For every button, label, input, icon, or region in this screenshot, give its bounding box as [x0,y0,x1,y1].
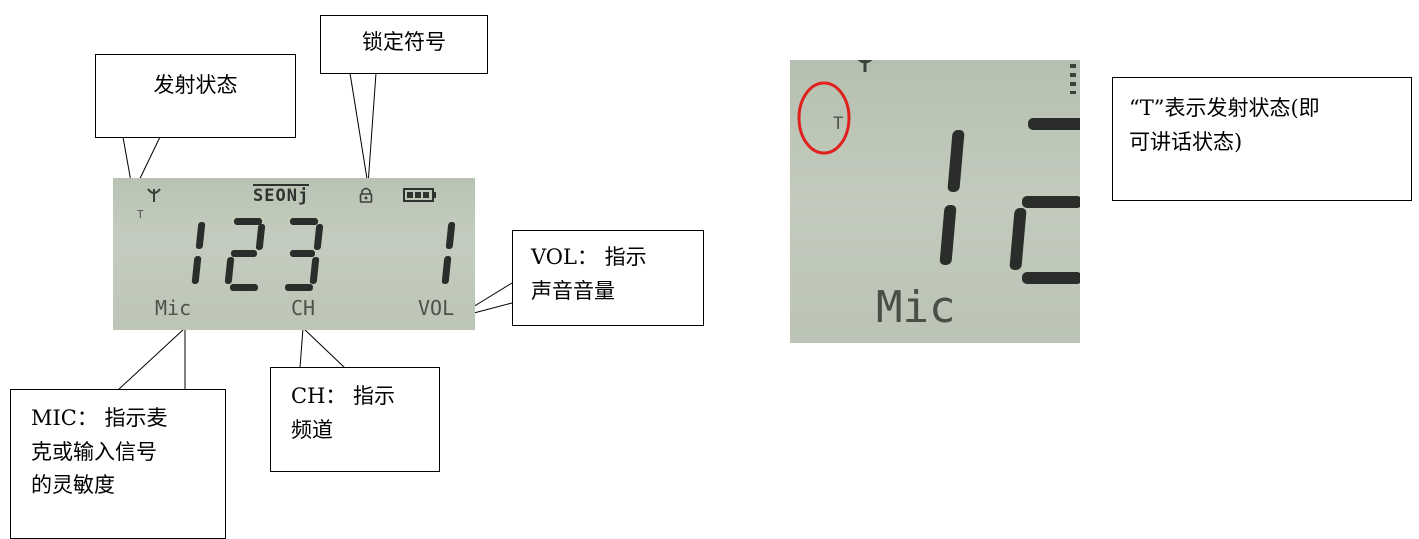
lcd-mic-label: Mic [155,296,192,320]
lock-pointer [349,72,377,186]
callout-lock-text: 锁定符号 [362,30,446,54]
lcd-panel: T SEONj Mic CH VOL [113,178,475,330]
lcd-ch-label: CH [291,296,316,320]
digit-3-seg-top [290,218,318,225]
highlight-circle-icon [797,81,851,155]
callout-t-line1: “T”表示发射状态(即 [1129,96,1320,120]
zoom-digit-1-lower [939,205,957,265]
callout-mic-line2: 克或输入信号 [31,439,157,464]
lcd-channel-digits [113,178,475,330]
digit-2-seg-top [234,218,262,225]
zoom-digit-2-top [1028,118,1080,130]
partial-indicator-marks [1070,64,1076,94]
callout-ch-line1: CH： 指示 [291,384,396,408]
digit-2-seg-mid [231,250,257,257]
zoom-digit-1-upper [947,130,965,192]
lcd-zoom-panel: T Mic [790,60,1080,343]
lcd-vol-label: VOL [418,296,455,320]
callout-mic-line1: MIC： 指示麦 [31,406,168,430]
lcd-brand-logo: SEONj [253,184,310,206]
callout-t-flag: “T”表示发射状态(即 可讲话状态) [1112,77,1412,201]
zoom-digit-2-bottom [1022,272,1080,284]
vol-digit-seg-lower [441,256,452,284]
digit-3-seg-mid [290,250,315,257]
callout-tx-status-text: 发射状态 [153,73,238,97]
callout-tx-status: 发射状态 [95,54,296,138]
antenna-icon [147,188,161,202]
callout-ch: CH： 指示 频道 [270,367,440,472]
zoom-digit-2-mid [1022,196,1080,208]
digit-3-seg-bottom [285,284,313,291]
zoom-digit-2-left [1009,208,1027,270]
callout-vol: VOL： 指示 声音音量 [512,230,704,326]
zoom-t-flag: T [833,114,844,134]
callout-t-line2: 可讲话状态) [1129,129,1243,154]
callout-lock-symbol: 锁定符号 [320,15,488,74]
mic-pointer [117,326,186,391]
callout-mic-line3: 的灵敏度 [31,473,115,498]
antenna-icon-partial [857,60,873,72]
callout-mic: MIC： 指示麦 克或输入信号 的灵敏度 [10,389,226,539]
lock-icon [359,187,373,203]
callout-vol-line1: VOL： 指示 [531,245,647,269]
vol-digit-seg-upper [445,222,456,249]
lcd-t-flag: T [137,208,144,221]
callout-vol-line2: 声音音量 [531,278,615,303]
battery-icon [403,188,436,202]
ch-pointer [299,326,346,369]
callout-ch-line2: 频道 [291,417,333,442]
digit-2-seg-bottom [230,284,258,291]
zoom-mic-label: Mic [876,282,956,333]
